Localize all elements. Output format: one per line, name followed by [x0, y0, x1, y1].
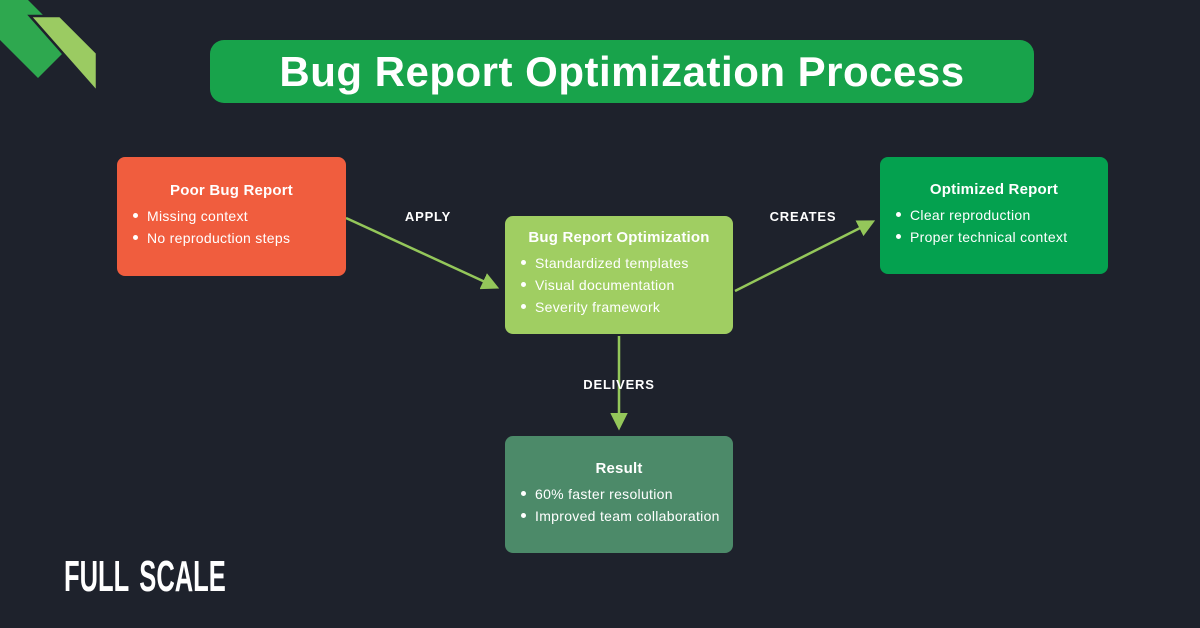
- node-bullet-list: Missing context No reproduction steps: [117, 208, 346, 252]
- list-item: Missing context: [133, 208, 334, 224]
- list-item: Severity framework: [521, 299, 721, 315]
- list-item: Proper technical context: [896, 229, 1096, 245]
- node-title: Bug Report Optimization: [528, 229, 710, 246]
- node-result: Result 60% faster resolution Improved te…: [505, 436, 733, 553]
- list-item: Improved team collaboration: [521, 507, 720, 524]
- list-item: 60% faster resolution: [521, 486, 721, 502]
- arrow-creates: [734, 220, 876, 293]
- ribbon-light-stripe: [27, 14, 99, 96]
- page-title-banner: Bug Report Optimization Process: [210, 40, 1034, 103]
- ribbon-dark-stripe: [0, 0, 72, 78]
- edge-label-apply: APPLY: [404, 209, 452, 224]
- node-bullet-list: 60% faster resolution Improved team coll…: [505, 486, 733, 530]
- node-optimized-report: Optimized Report Clear reproduction Prop…: [880, 157, 1108, 274]
- node-bullet-list: Clear reproduction Proper technical cont…: [880, 207, 1108, 251]
- list-item: Clear reproduction: [896, 207, 1096, 223]
- arrow-apply: [345, 216, 500, 290]
- node-bug-report-optimization: Bug Report Optimization Standardized tem…: [505, 216, 733, 334]
- list-item: No reproduction steps: [133, 230, 334, 246]
- logo-text: FULL SCALE: [64, 552, 226, 601]
- corner-ribbon-decoration: [0, 0, 99, 96]
- node-title: Poor Bug Report: [170, 181, 293, 199]
- edge-label-creates: CREATES: [769, 209, 837, 224]
- node-bullet-list: Standardized templates Visual documentat…: [505, 255, 733, 321]
- node-poor-bug-report: Poor Bug Report Missing context No repro…: [117, 157, 346, 276]
- node-title: Optimized Report: [929, 180, 1059, 198]
- full-scale-logo: FULL SCALE: [64, 555, 226, 599]
- node-title: Result: [595, 459, 643, 477]
- edge-label-delivers: DELIVERS: [583, 377, 655, 392]
- page-title: Bug Report Optimization Process: [279, 47, 965, 95]
- list-item: Standardized templates: [521, 255, 721, 271]
- list-item: Visual documentation: [521, 277, 721, 293]
